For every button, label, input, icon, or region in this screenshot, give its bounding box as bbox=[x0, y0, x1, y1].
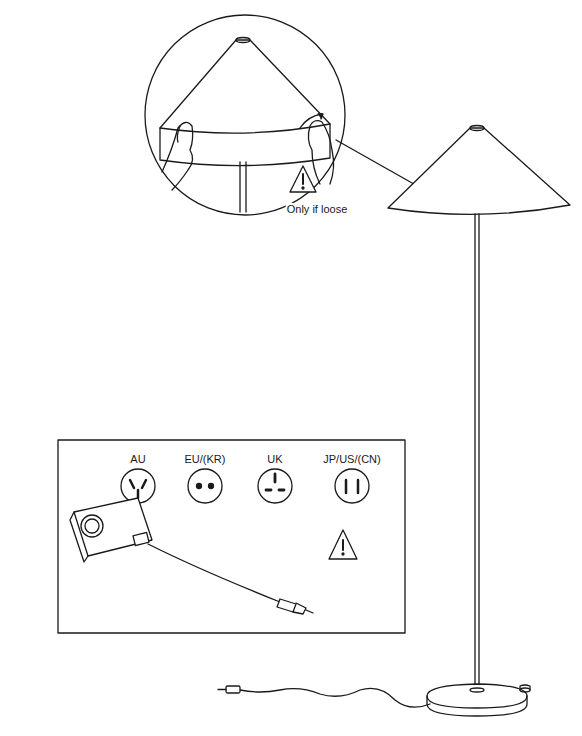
plug-label: EU/(KR) bbox=[184, 453, 227, 466]
plug-us bbox=[335, 469, 369, 503]
plug-panel bbox=[58, 440, 405, 633]
warning-symbol bbox=[329, 530, 357, 559]
plug-label: UK bbox=[266, 453, 283, 466]
warning-note: Only if loose bbox=[286, 203, 349, 216]
plug-label: AU bbox=[129, 453, 146, 466]
detail-circle bbox=[145, 15, 345, 215]
power-adapter bbox=[70, 498, 313, 614]
plug-uk bbox=[258, 469, 292, 503]
plug-eu bbox=[188, 469, 222, 503]
plug-label: JP/US/(CN) bbox=[322, 453, 381, 466]
